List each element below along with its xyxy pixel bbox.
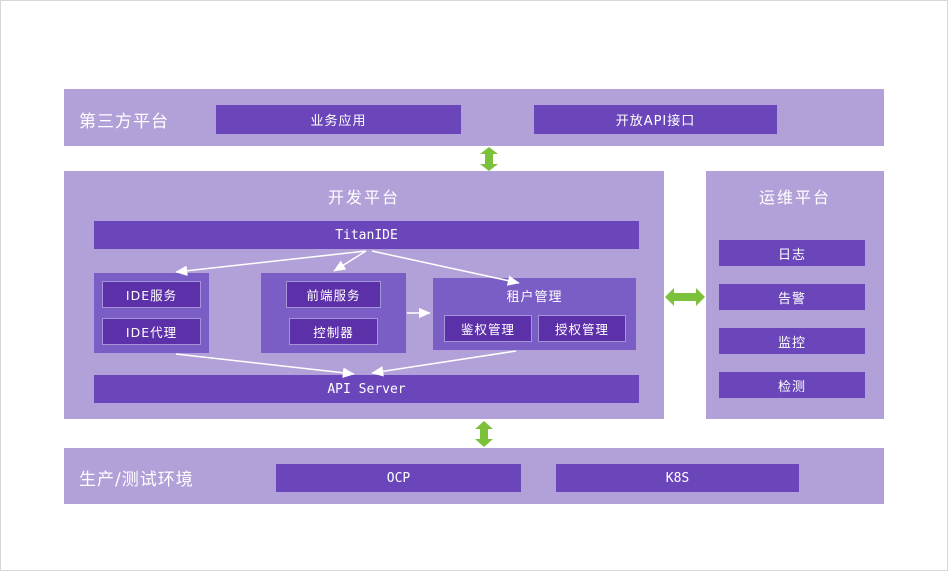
production-env-label: 生产/测试环境: [79, 470, 194, 490]
ide-proxy-box: IDE代理: [102, 318, 201, 345]
ide-group: IDE服务 IDE代理: [94, 273, 209, 353]
ops-logs-box: 日志: [719, 240, 865, 266]
double-arrow-horizontal-icon: [665, 288, 705, 306]
ops-detection-box: 检测: [719, 372, 865, 398]
authn-box: 鉴权管理: [444, 315, 532, 342]
controller-box: 控制器: [289, 318, 378, 345]
ide-service-box: IDE服务: [102, 281, 201, 308]
titan-ide-bar: TitanIDE: [94, 221, 639, 249]
business-app-box: 业务应用: [216, 105, 461, 134]
double-arrow-vertical-bottom-icon: [475, 421, 493, 447]
ocp-box: OCP: [276, 464, 521, 492]
frontend-group: 前端服务 控制器: [261, 273, 406, 353]
frontend-service-box: 前端服务: [286, 281, 381, 308]
authz-box: 授权管理: [538, 315, 626, 342]
dev-platform-title: 开发平台: [327, 188, 400, 207]
tenant-group: 租户管理 鉴权管理 授权管理: [433, 278, 636, 350]
double-arrow-vertical-top-icon: [480, 147, 498, 171]
k8s-box: K8S: [556, 464, 799, 492]
api-server-bar: API Server: [94, 375, 639, 403]
ops-monitoring-box: 监控: [719, 328, 865, 354]
open-api-box: 开放API接口: [534, 105, 777, 134]
third-party-label: 第三方平台: [79, 112, 169, 132]
tenant-group-title: 租户管理: [506, 290, 563, 305]
ops-alerts-box: 告警: [719, 284, 865, 310]
ops-platform-title: 运维平台: [758, 188, 831, 207]
